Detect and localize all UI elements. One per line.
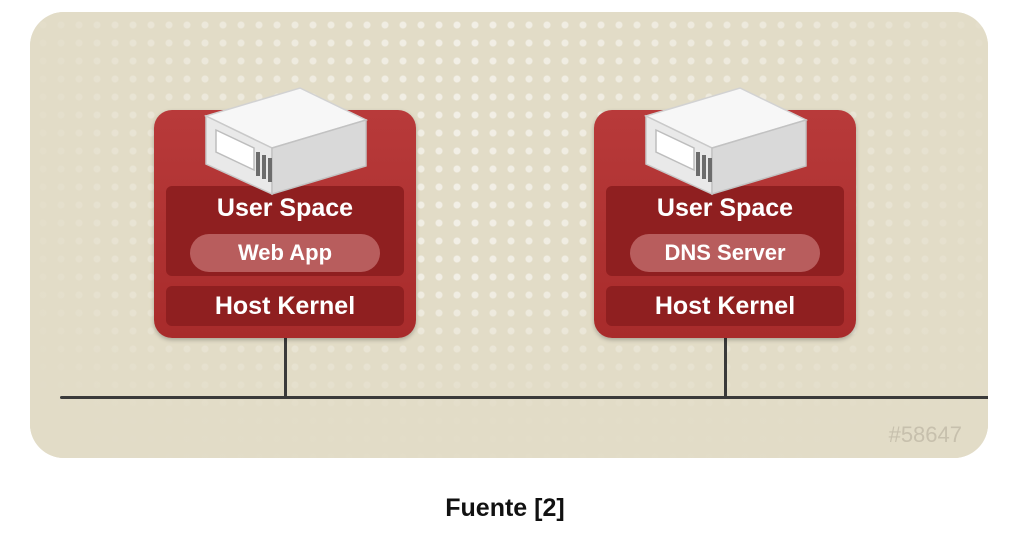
host-kernel-block: Host Kernel: [166, 286, 404, 326]
host-kernel-label: Host Kernel: [214, 292, 356, 320]
server-icon: [643, 87, 809, 196]
host-2-network-drop: [724, 326, 727, 398]
host-box-web-app: User Space Web App Host Kernel: [154, 87, 416, 338]
user-space-block: User Space DNS Server: [606, 186, 844, 276]
host-kernel-label: Host Kernel: [654, 292, 796, 320]
host-box-dns-server: User Space DNS Server Host Kernel: [594, 87, 856, 338]
figure-caption: Fuente [2]: [445, 494, 565, 522]
user-space-block: User Space Web App: [166, 186, 404, 276]
host-kernel-block: Host Kernel: [606, 286, 844, 326]
user-space-label: User Space: [216, 194, 354, 222]
network-line: [60, 396, 988, 399]
app-pill: DNS Server: [630, 234, 820, 272]
app-pill: Web App: [190, 234, 380, 272]
image-id-watermark: #58647: [888, 422, 962, 447]
diagram-panel: User Space Web App Host Kernel User Spac…: [30, 12, 988, 458]
host-1-network-drop: [284, 326, 287, 398]
user-space-label: User Space: [656, 194, 794, 222]
server-icon: [203, 87, 369, 196]
